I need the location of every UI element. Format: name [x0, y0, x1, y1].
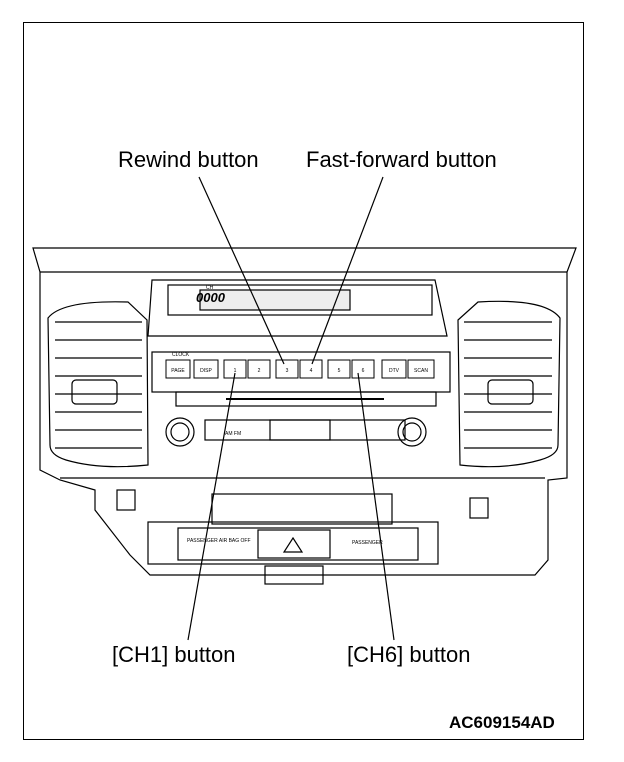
figure-code: AC609154AD	[449, 713, 555, 732]
svg-text:DTV: DTV	[389, 368, 400, 374]
dtv-button[interactable]: DTV	[381, 359, 407, 379]
clock-label: CLOCK	[172, 352, 190, 358]
svg-text:5: 5	[338, 368, 341, 374]
passenger-label: PASSENGER	[352, 540, 383, 546]
svg-text:1: 1	[234, 368, 237, 374]
ch2-button[interactable]: 2	[247, 359, 271, 379]
am-fm-label: AM FM	[225, 431, 241, 437]
rewind-callout: Rewind button	[118, 147, 259, 172]
svg-text:DISP: DISP	[200, 368, 212, 374]
display-ch-label: CH	[206, 285, 214, 291]
disp-button[interactable]: DISP	[193, 359, 219, 379]
ch1-button[interactable]: 1	[223, 359, 247, 379]
hazard-button[interactable]	[257, 529, 331, 559]
ch1-leader-line	[187, 372, 236, 641]
svg-text:2: 2	[258, 368, 261, 374]
display-digits: 0000	[196, 290, 226, 305]
rewind-button[interactable]: 3	[275, 359, 299, 379]
lower-console	[116, 489, 489, 585]
page-button[interactable]: PAGE	[165, 359, 191, 379]
ch6-button[interactable]: 6	[351, 359, 375, 379]
svg-text:6: 6	[362, 368, 365, 374]
volume-knob[interactable]	[165, 417, 195, 447]
fast-forward-callout: Fast-forward button	[306, 147, 497, 172]
fast-forward-button[interactable]: 4	[299, 359, 323, 379]
right-air-vent	[457, 300, 561, 468]
svg-text:3: 3	[286, 368, 289, 374]
left-air-vent	[47, 301, 149, 468]
ch1-callout: [CH1] button	[112, 642, 236, 667]
ch5-button[interactable]: 5	[327, 359, 351, 379]
rewind-leader-line	[198, 176, 285, 365]
ch6-leader-line	[357, 372, 395, 641]
figure-border	[23, 22, 584, 740]
svg-text:PAGE: PAGE	[171, 368, 185, 374]
svg-text:4: 4	[310, 368, 313, 374]
dashboard-outline	[32, 247, 577, 576]
ch6-callout: [CH6] button	[347, 642, 471, 667]
tune-knob[interactable]	[397, 417, 427, 447]
radio-display	[147, 279, 448, 337]
passenger-airbag-label: PASSENGER AIR BAG OFF	[187, 538, 251, 544]
fast-forward-leader-line	[311, 176, 384, 365]
button-row-panel	[151, 351, 451, 393]
svg-text:SCAN: SCAN	[414, 368, 428, 374]
scan-button[interactable]: SCAN	[407, 359, 435, 379]
